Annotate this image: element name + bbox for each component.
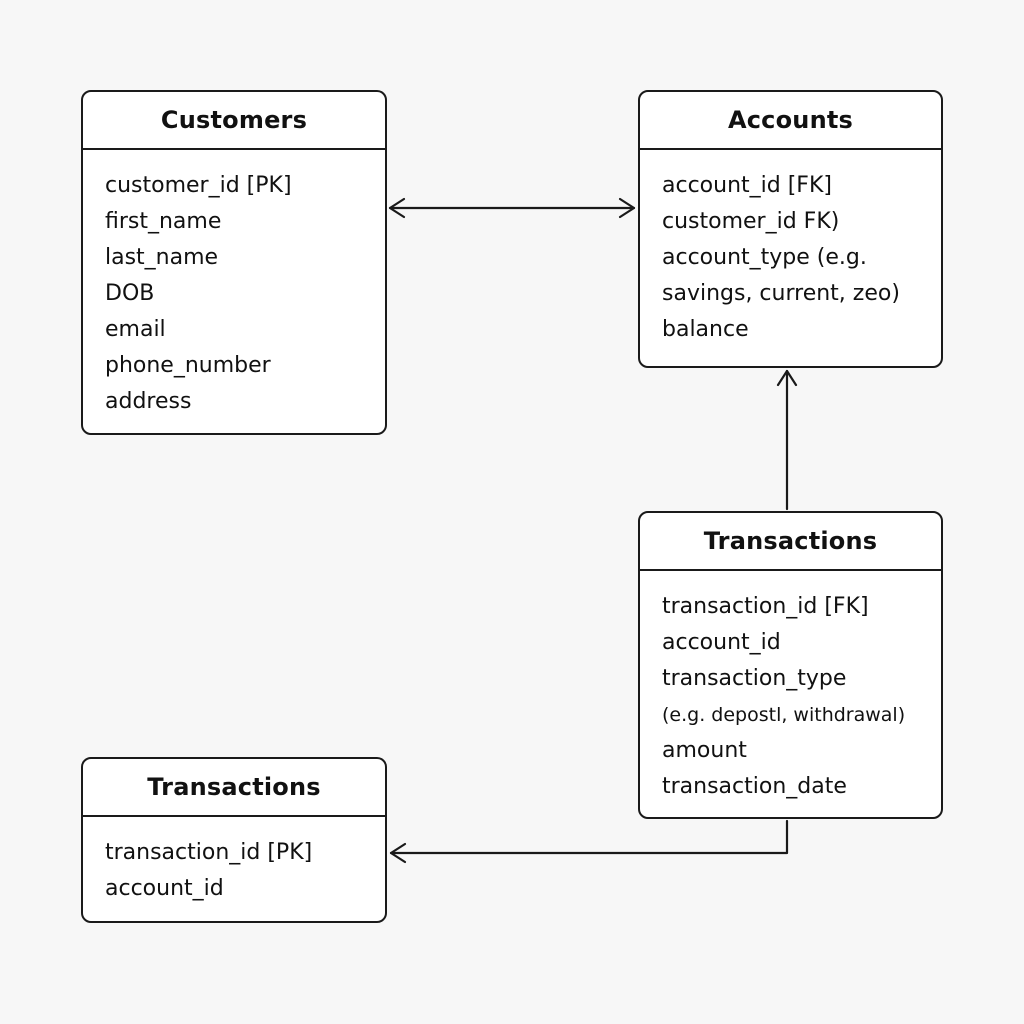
field-last-name: last_name [105,245,219,270]
entity-title: Transactions [83,759,385,817]
field-phone-number: phone_number [105,353,271,378]
arrowhead-left [389,842,407,864]
entity-transactions-right: Transactions transaction_id [FK] account… [638,511,943,819]
entity-title: Customers [83,92,385,150]
field-account-id: account_id [FK] [662,173,832,198]
field-account-id: account_id [105,876,224,901]
entity-fields: customer_id [PK] first_name last_name DO… [83,150,385,420]
field-transaction-type: transaction_type [662,666,847,691]
entity-fields: transaction_id [FK] account_id transacti… [640,571,941,805]
field-first-name: first_name [105,209,222,234]
field-balance: balance [662,317,749,342]
field-customer-id: customer_id FK) [662,209,840,234]
field-account-type: account_type (e.g. [662,245,867,270]
arrowhead-left [388,197,406,219]
connector-customers-accounts [388,197,636,219]
field-transaction-date: transaction_date [662,774,847,799]
arrowhead-up [776,369,798,387]
connector-transactions-transactions [389,819,789,864]
field-customer-id: customer_id [PK] [105,173,292,198]
entity-accounts: Accounts account_id [FK] customer_id FK)… [638,90,943,368]
field-email: email [105,317,166,342]
field-transaction-type-values: (e.g. depostl, withdrawal) [662,704,906,726]
entity-fields: account_id [FK] customer_id FK) account_… [640,150,941,348]
arrowhead-right [618,197,636,219]
field-dob: DOB [105,281,155,306]
entity-transactions-left: Transactions transaction_id [PK] account… [81,757,387,923]
entity-title: Transactions [640,513,941,571]
entity-customers: Customers customer_id [PK] first_name la… [81,90,387,435]
field-account-id: account_id [662,630,781,655]
field-account-type-values: savings, current, zeo) [662,281,900,306]
field-transaction-id: transaction_id [PK] [105,840,313,865]
field-address: address [105,389,192,414]
entity-fields: transaction_id [PK] account_id [83,817,385,907]
field-amount: amount [662,738,747,763]
entity-title: Accounts [640,92,941,150]
connector-transactions-accounts [776,369,798,511]
field-transaction-id: transaction_id [FK] [662,594,869,619]
